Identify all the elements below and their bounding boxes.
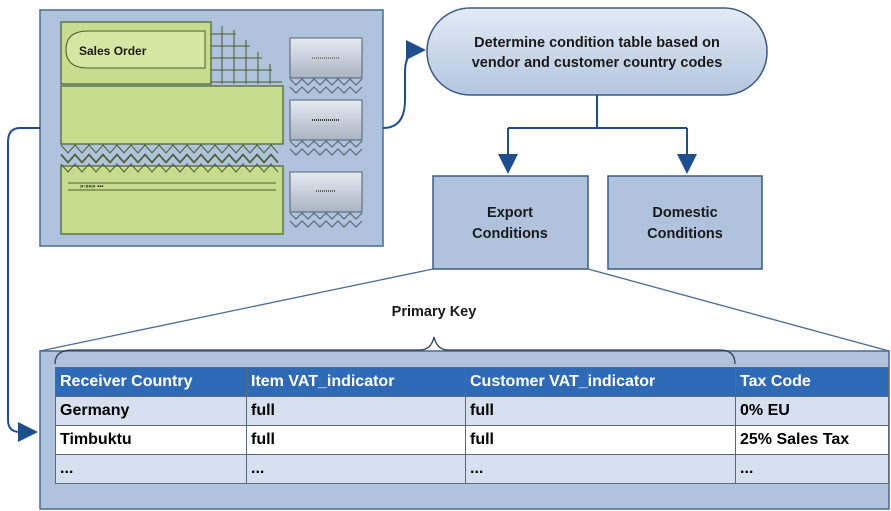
column-header-item-vat: Item VAT_indicator xyxy=(246,367,466,397)
column-header-receiver-country: Receiver Country xyxy=(55,367,247,397)
grid-icon xyxy=(211,26,282,84)
table-cell: full xyxy=(465,425,736,455)
primary-key-label: Primary Key xyxy=(392,304,477,320)
column-header-tax-code: Tax Code xyxy=(735,367,889,397)
table-cell: ... xyxy=(735,454,889,484)
table-cell: Germany xyxy=(55,396,247,426)
table-cell: full xyxy=(465,396,736,426)
small-document-icon-3 xyxy=(289,171,363,228)
domestic-label-line1: Domestic xyxy=(652,205,717,221)
order-footer-block: »·»»» ▪▪▪ xyxy=(60,153,284,235)
table-cell: 25% Sales Tax xyxy=(735,425,889,455)
table-cell: ... xyxy=(246,454,466,484)
panel-to-table-arrow xyxy=(7,127,40,442)
table-cell: ... xyxy=(55,454,247,484)
table-cell: full xyxy=(246,396,466,426)
order-items-block xyxy=(60,85,284,164)
table-row: Timbuktu full full 25% Sales Tax xyxy=(55,425,889,455)
sales-order-title: Sales Order xyxy=(79,44,147,58)
condition-table: Receiver Country Item VAT_indicator Cust… xyxy=(55,367,889,484)
column-header-customer-vat: Customer VAT_indicator xyxy=(465,367,736,397)
export-label-line2: Conditions xyxy=(472,226,548,242)
order-fragment-text: »·»»» ▪▪▪ xyxy=(80,184,103,190)
branch-arrows xyxy=(498,95,697,174)
table-cell: 0% EU xyxy=(735,396,889,426)
export-conditions-box: Export Conditions xyxy=(432,175,589,270)
domestic-conditions-box: Domestic Conditions xyxy=(607,175,763,270)
table-header-row: Receiver Country Item VAT_indicator Cust… xyxy=(55,367,889,397)
table-cell: Timbuktu xyxy=(55,425,247,455)
table-row: Germany full full 0% EU xyxy=(55,396,889,426)
table-cell: full xyxy=(246,425,466,455)
table-cell: ... xyxy=(465,454,736,484)
sales-order-document: Sales Order xyxy=(60,21,282,85)
panel-to-process-arrow xyxy=(382,40,426,129)
determine-condition-process: Determine condition table based on vendo… xyxy=(426,7,768,96)
process-label-line1: Determine condition table based on xyxy=(474,35,720,51)
primary-key-brace: Primary Key xyxy=(54,304,736,365)
table-row: ... ... ... ... xyxy=(55,454,889,484)
small-document-icon-1 xyxy=(289,37,363,94)
sales-order-panel: Sales Order xyxy=(39,9,384,247)
domestic-label-line2: Conditions xyxy=(647,226,723,242)
projection-lines xyxy=(39,268,890,352)
export-label-line1: Export xyxy=(487,205,533,221)
small-document-icon-2 xyxy=(289,99,363,156)
process-label-line2: vendor and customer country codes xyxy=(472,55,723,71)
